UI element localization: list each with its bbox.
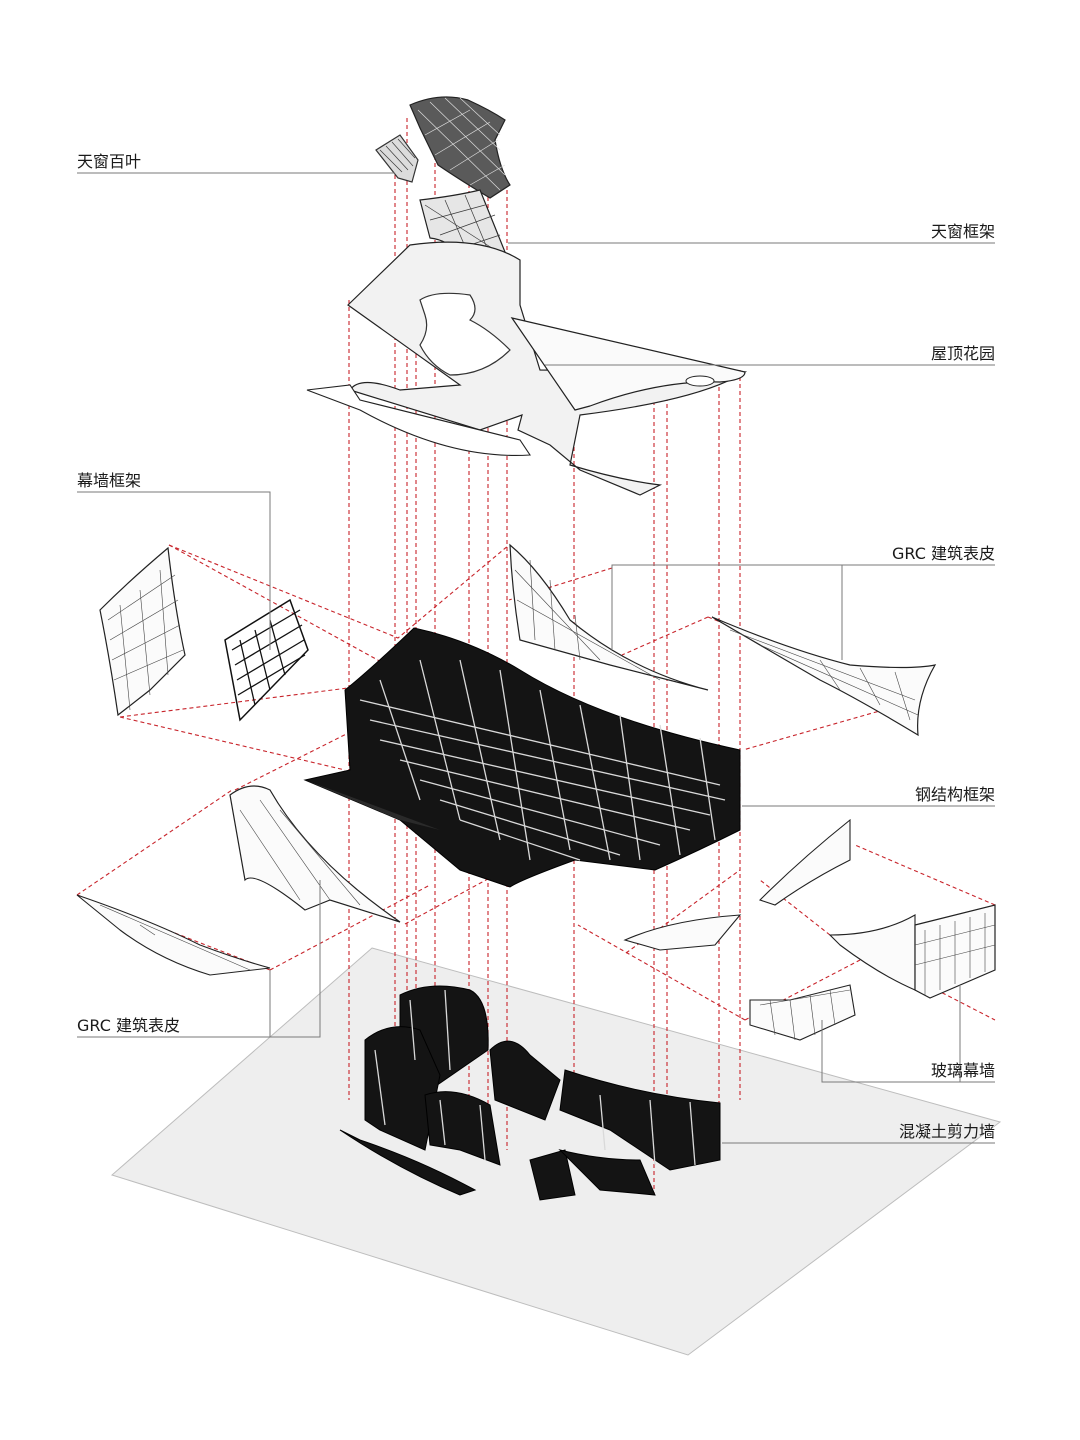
callout-skylight-louver: 天窗百叶 [77, 152, 395, 174]
callout-skylight-frame: 天窗框架 [508, 222, 995, 244]
skylight-louver-panels [375, 96, 511, 199]
concrete-shear-walls [339, 985, 721, 1201]
callout-concrete-shear-wall: 混凝土剪力墙 [722, 1122, 995, 1144]
callout-grc-skin-right: GRC 建筑表皮 [611, 544, 995, 660]
roof-garden-slab [306, 241, 748, 496]
label-steel-frame: 钢结构框架 [915, 785, 995, 804]
label-glass-curtain-wall: 玻璃幕墙 [931, 1061, 995, 1080]
grc-skin-upper-left [99, 546, 186, 717]
steel-structure-frame [303, 627, 741, 888]
callout-curtain-wall-frame: 幕墙框架 [77, 471, 271, 650]
callout-grc-skin-left: GRC 建筑表皮 [77, 880, 321, 1038]
label-concrete-shear-wall: 混凝土剪力墙 [899, 1122, 995, 1141]
callout-roof-garden: 屋顶花园 [545, 344, 995, 366]
label-curtain-wall-frame: 幕墙框架 [77, 471, 141, 490]
grc-skin-lower-left [76, 785, 401, 976]
label-skylight-frame: 天窗框架 [931, 222, 995, 241]
callout-glass-curtain-wall: 玻璃幕墙 [821, 985, 995, 1083]
grc-skin-upper-center [509, 543, 709, 691]
glass-curtain-wall [623, 818, 996, 1041]
label-grc-skin-right: GRC 建筑表皮 [892, 544, 995, 563]
callout-steel-frame: 钢结构框架 [742, 785, 995, 807]
ground-plane [110, 947, 1002, 1356]
label-roof-garden: 屋顶花园 [931, 344, 995, 363]
curtain-wall-frame [224, 598, 309, 722]
label-skylight-louver: 天窗百叶 [77, 152, 141, 171]
label-grc-skin-left: GRC 建筑表皮 [77, 1016, 180, 1035]
grc-skin-upper-right [711, 616, 937, 737]
projection-lines [76, 100, 996, 1195]
